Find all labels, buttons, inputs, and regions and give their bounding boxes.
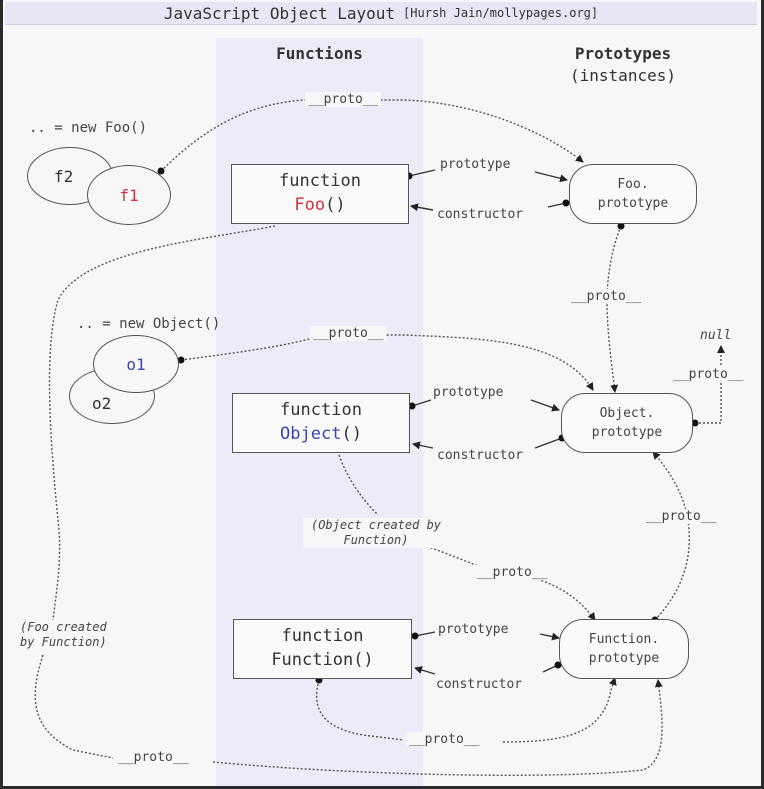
prototype-foo-line1: Foo. [617, 177, 649, 192]
new-foo-label: .. = new Foo() [29, 120, 148, 136]
prototype-label-function: prototype [438, 622, 509, 637]
proto-label-fooproto: __proto__ [568, 289, 645, 304]
function-function-keyword: function [281, 626, 364, 646]
instance-o2-label: o2 [92, 394, 112, 413]
instance-f2-label: f2 [54, 166, 74, 186]
proto-label-f1: __proto__ [305, 92, 382, 107]
edge-object-fn-proto-b [422, 544, 596, 621]
edge-foo-constructor-b [410, 203, 434, 212]
edge-fnproto-proto [651, 451, 690, 624]
function-function-box[interactable]: function Function() [233, 619, 412, 679]
function-foo-name: Foo [294, 195, 326, 215]
diagram-title: JavaScript Object Layout [Hursh Jain/mol… [5, 2, 757, 25]
function-object-box[interactable]: function Object() [232, 393, 410, 453]
function-function-name: Function() [271, 650, 374, 670]
edge-foo-fn-proto-b [34, 654, 662, 776]
prototype-label-foo: prototype [440, 157, 511, 172]
edge-f1-proto [157, 99, 584, 175]
object-created-line1: (Object created by [310, 518, 442, 532]
constructor-label-function: constructor [436, 677, 523, 692]
prototype-object-line2: prototype [591, 425, 663, 440]
prototype-object-line1: Object. [599, 406, 655, 421]
function-foo-keyword: function [279, 171, 361, 191]
instance-f1[interactable]: f1 [87, 165, 171, 225]
edge-function-constructor-a [542, 661, 562, 673]
edge-foo-prototype-a [405, 169, 436, 180]
functions-heading: Functions [276, 44, 363, 63]
title-main: JavaScript Object Layout [163, 3, 396, 23]
constructor-label-foo: constructor [437, 207, 524, 222]
prototype-function-box[interactable]: Function. prototype [559, 619, 689, 679]
instance-f1-label: f1 [119, 185, 139, 205]
edge-object-prototype-a [408, 399, 432, 410]
function-object-keyword: function [280, 400, 362, 420]
object-created-line2: Function) [343, 533, 409, 547]
null-label: null [697, 328, 735, 343]
function-object-parens: () [341, 424, 362, 444]
edge-object-fn-proto [338, 454, 379, 516]
constructor-label-object: constructor [437, 448, 524, 463]
function-foo-box[interactable]: function Foo() [231, 164, 409, 224]
edge-foo-prototype-b [534, 171, 568, 183]
prototype-foo-line2: prototype [597, 196, 669, 211]
prototype-foo-box[interactable]: Foo. prototype [569, 164, 697, 224]
proto-label-function: __proto__ [406, 732, 483, 747]
object-created-by-function-note: (Object created by Function) [303, 518, 449, 548]
edge-object-constructor-a [534, 434, 566, 449]
proto-label-foo-fn: __proto__ [115, 750, 192, 765]
foo-created-line1: (Foo created [20, 620, 107, 634]
diagram-canvas: JavaScript Object Layout [Hursh Jain/mol… [3, 0, 761, 786]
edge-objproto-proto-null [691, 345, 725, 427]
edge-foo-constructor-a [547, 199, 570, 208]
foo-created-line2: by Function) [20, 635, 107, 649]
edge-object-constructor-b [412, 441, 434, 450]
prototypes-heading: Prototypes [574, 44, 672, 63]
instance-o1-label: o1 [126, 354, 146, 374]
function-foo-parens: () [325, 195, 346, 215]
edge-o1-proto [177, 334, 594, 391]
function-object-name: Object [280, 424, 342, 444]
prototype-object-box[interactable]: Object. prototype [561, 393, 693, 453]
proto-label-fnproto: __proto__ [643, 509, 720, 524]
instance-o1[interactable]: o1 [93, 335, 179, 393]
prototypes-subheading: (instances) [570, 66, 676, 85]
proto-label-objproto: __proto__ [670, 367, 747, 382]
edge-function-prototype-a [411, 631, 436, 640]
edge-object-prototype-b [530, 399, 560, 412]
title-attribution: [Hursh Jain/mollypages.org] [403, 6, 599, 20]
edge-function-prototype-b [539, 632, 560, 641]
proto-label-o1: __proto__ [310, 326, 387, 341]
prototype-function-line1: Function. [588, 632, 660, 647]
edge-function-constructor-b [414, 666, 436, 675]
foo-created-by-function-note: (Foo created by Function) [17, 620, 139, 650]
prototype-function-line2: prototype [588, 651, 660, 666]
new-object-label: .. = new Object() [77, 316, 221, 332]
proto-label-object-fn: __proto__ [474, 565, 551, 580]
edge-fooproto-proto [606, 222, 625, 393]
prototype-label-object: prototype [433, 385, 504, 400]
edge-function-proto [317, 678, 615, 743]
